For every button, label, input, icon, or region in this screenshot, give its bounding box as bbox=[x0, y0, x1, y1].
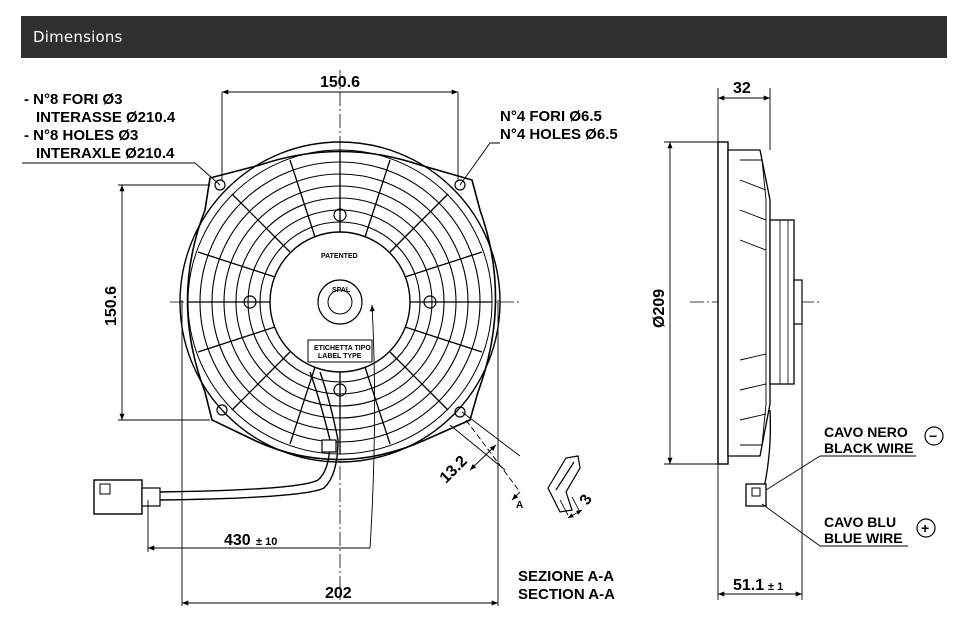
connector-neck bbox=[141, 487, 161, 507]
black-wire-leader bbox=[765, 455, 821, 491]
side-ribs bbox=[739, 179, 767, 421]
side-flange bbox=[717, 141, 729, 465]
mount-hole-tl bbox=[214, 179, 226, 191]
offset-line-b bbox=[461, 411, 521, 457]
label-type-en: LABEL TYPE bbox=[318, 353, 362, 360]
note-holes-it-1: - N°8 FORI Ø3 bbox=[24, 91, 123, 108]
side-shroud bbox=[727, 149, 771, 457]
minus-symbol-circle bbox=[924, 426, 944, 446]
screw-top bbox=[333, 208, 347, 222]
dim-bottom-width: 202 bbox=[325, 585, 352, 602]
mount-hole-bl bbox=[216, 404, 228, 416]
mount-hole-tr bbox=[454, 179, 466, 191]
offset-dim bbox=[469, 444, 497, 471]
dim-mount-offset: 13.2 bbox=[437, 453, 471, 487]
motor-hub bbox=[269, 231, 411, 373]
blue-wire-en: BLUE WIRE bbox=[824, 530, 903, 546]
side-connector bbox=[745, 483, 767, 507]
section-marker: A bbox=[516, 500, 523, 511]
hub-center bbox=[327, 289, 353, 315]
connector-body bbox=[93, 479, 143, 515]
outer-ring bbox=[179, 141, 501, 463]
section-detail bbox=[547, 455, 583, 519]
cable bbox=[159, 371, 331, 493]
blue-wire-it: CAVO BLU bbox=[824, 514, 896, 530]
screw-bottom bbox=[333, 383, 347, 397]
front-dimensions bbox=[22, 89, 521, 606]
side-shaft bbox=[793, 279, 803, 325]
dim-side-diameter: Ø209 bbox=[651, 289, 668, 328]
hub-cap bbox=[317, 279, 363, 325]
side-motor bbox=[769, 219, 795, 385]
section-label-it: SEZIONE A-A bbox=[518, 568, 614, 585]
note-fori4-it: N°4 FORI Ø6.5 bbox=[500, 108, 602, 125]
screw-left bbox=[243, 295, 257, 309]
dim-side-overall: 51.1 bbox=[733, 577, 764, 594]
note-fori4-en: N°4 HOLES Ø6.5 bbox=[500, 126, 618, 143]
section-cut-line bbox=[465, 419, 521, 493]
dim-left-height: 150.6 bbox=[103, 286, 120, 326]
connector-latch bbox=[99, 483, 111, 495]
blue-wire-leader bbox=[761, 503, 821, 547]
spal-logo-text: SPAL bbox=[332, 287, 351, 294]
screw-right bbox=[423, 295, 437, 309]
cable-clip bbox=[321, 439, 337, 453]
black-wire-it: CAVO NERO bbox=[824, 424, 908, 440]
note-holes-en-2: INTERAXLE Ø210.4 bbox=[36, 145, 175, 162]
note-holes-it-2: INTERASSE Ø210.4 bbox=[36, 109, 176, 126]
side-connector-pin bbox=[751, 487, 761, 497]
section-label-en: SECTION A-A bbox=[518, 586, 615, 603]
dim-side-overall-tol: ± 1 bbox=[768, 581, 783, 593]
plus-symbol: + bbox=[921, 520, 929, 536]
patented-label: PATENTED bbox=[321, 253, 358, 260]
dim-section: 3 bbox=[577, 492, 596, 508]
black-wire-en: BLACK WIRE bbox=[824, 440, 913, 456]
section-title: Dimensions bbox=[33, 28, 123, 46]
front-view bbox=[93, 70, 520, 600]
type-label-box bbox=[307, 339, 373, 363]
plus-symbol-circle bbox=[916, 518, 936, 538]
dim-cable-tol: ± 10 bbox=[256, 536, 277, 548]
side-view bbox=[690, 141, 944, 547]
side-dimensions bbox=[664, 88, 803, 600]
cable-outer bbox=[159, 371, 339, 501]
dim-side-depth: 32 bbox=[733, 80, 751, 97]
fori4-leader bbox=[459, 142, 500, 186]
dim-cable-length: 430 bbox=[224, 532, 251, 549]
grille-spokes bbox=[188, 150, 492, 454]
section-header: Dimensions bbox=[21, 16, 947, 58]
minus-symbol: − bbox=[929, 428, 937, 444]
holes-leader bbox=[22, 162, 221, 186]
cable-length-line bbox=[369, 304, 376, 549]
side-cable bbox=[763, 409, 772, 489]
note-holes-en-1: - N°8 HOLES Ø3 bbox=[24, 127, 138, 144]
dim-top-width: 150.6 bbox=[320, 74, 360, 91]
mount-hole-br bbox=[454, 406, 466, 418]
label-type-it: ETICHETTA TIPO bbox=[314, 345, 371, 352]
